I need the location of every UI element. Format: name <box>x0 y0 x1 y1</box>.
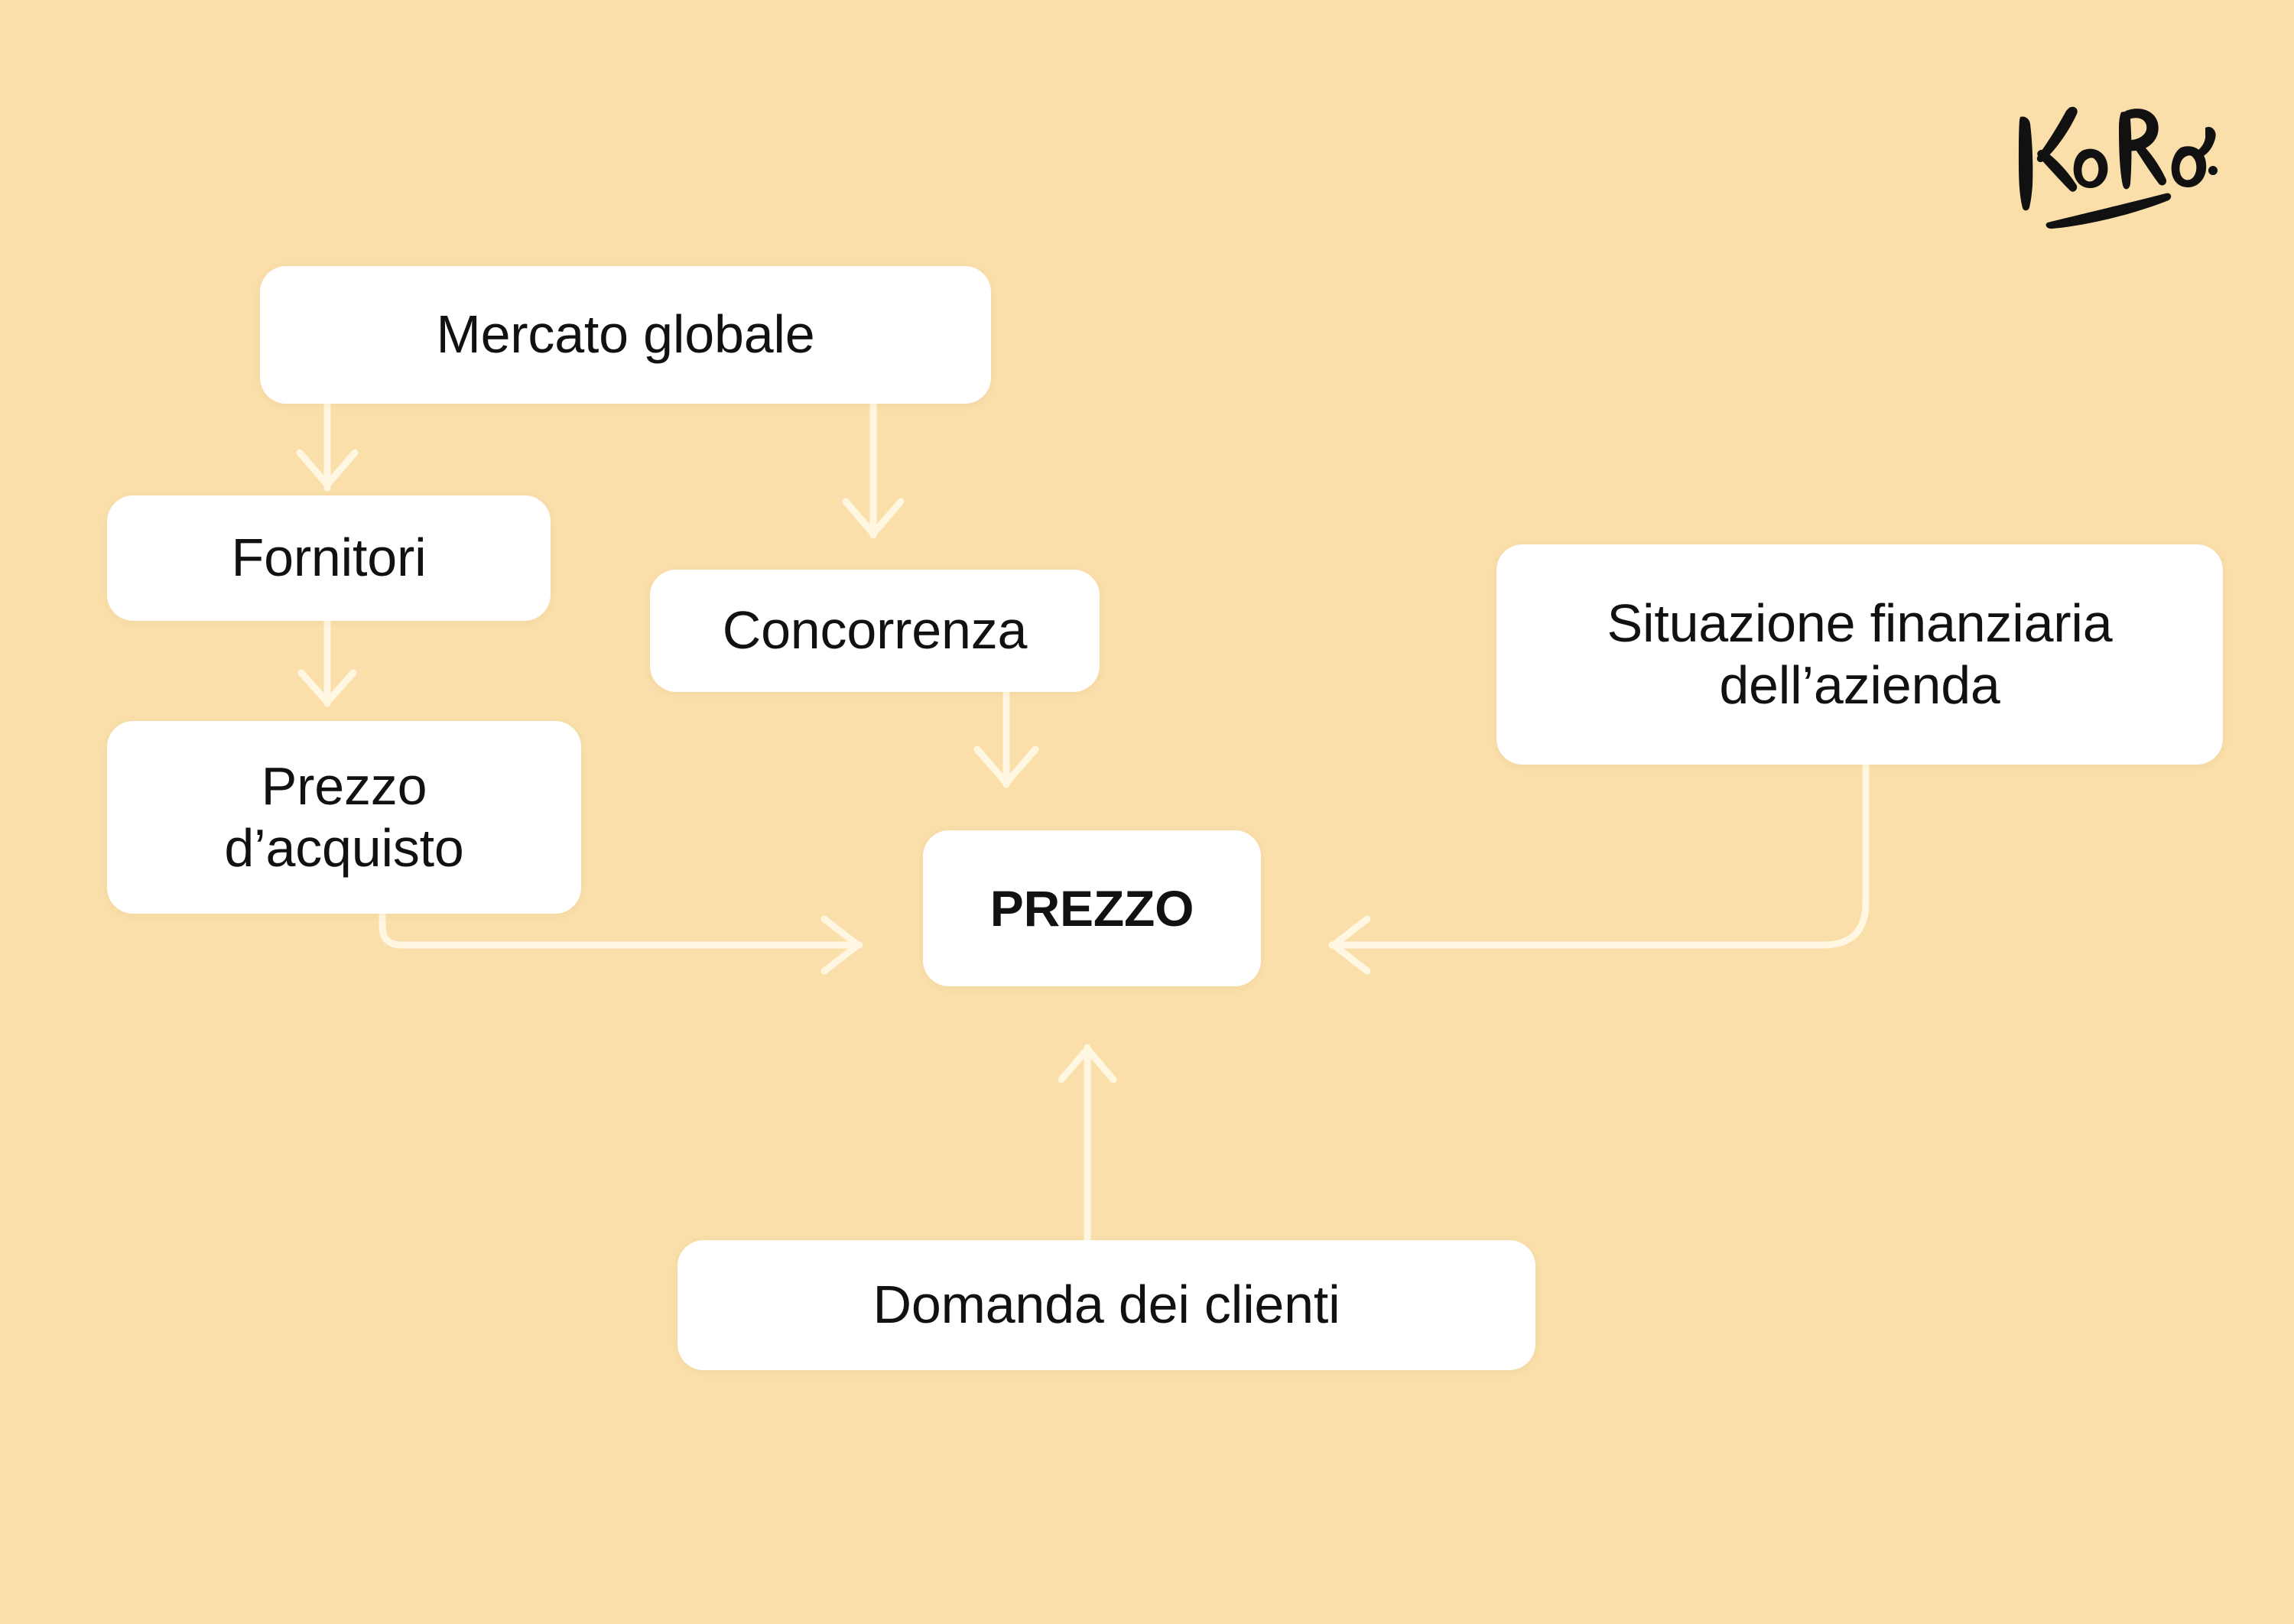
koro-wordmark-icon <box>2019 106 2218 229</box>
node-domanda-clienti[interactable]: Domanda dei clienti <box>677 1240 1535 1370</box>
edge-mercato-globale-to-fornitori <box>296 400 359 492</box>
node-mercato-globale-label: Mercato globale <box>436 304 815 365</box>
node-concorrenza-label: Concorrenza <box>722 600 1028 661</box>
koro-logo <box>2010 80 2231 233</box>
edge-prezzo-acquisto-to-prezzo <box>379 910 863 975</box>
node-situazione-finanziaria[interactable]: Situazione finanziaria dell’azienda <box>1496 544 2223 765</box>
node-prezzo-acquisto[interactable]: Prezzo d’acquisto <box>107 721 581 914</box>
node-prezzo-label: PREZZO <box>989 879 1194 937</box>
edge-fornitori-to-prezzo-acquisto <box>297 617 357 707</box>
node-fornitori-label: Fornitori <box>231 528 427 588</box>
node-fornitori[interactable]: Fornitori <box>107 495 551 621</box>
edge-mercato-globale-to-concorrenza <box>842 400 905 539</box>
node-concorrenza[interactable]: Concorrenza <box>650 570 1100 692</box>
edge-domanda-clienti-to-prezzo <box>1058 1044 1117 1244</box>
node-prezzo-acquisto-label: Prezzo d’acquisto <box>224 755 464 878</box>
edge-concorrenza-to-prezzo <box>973 688 1039 788</box>
node-mercato-globale[interactable]: Mercato globale <box>260 266 991 404</box>
node-domanda-clienti-label: Domanda dei clienti <box>872 1275 1340 1335</box>
node-prezzo[interactable]: PREZZO <box>923 830 1261 986</box>
node-situazione-finanziaria-label: Situazione finanziaria dell’azienda <box>1607 593 2113 715</box>
edge-situazione-finanziaria-to-prezzo <box>1328 761 1870 975</box>
